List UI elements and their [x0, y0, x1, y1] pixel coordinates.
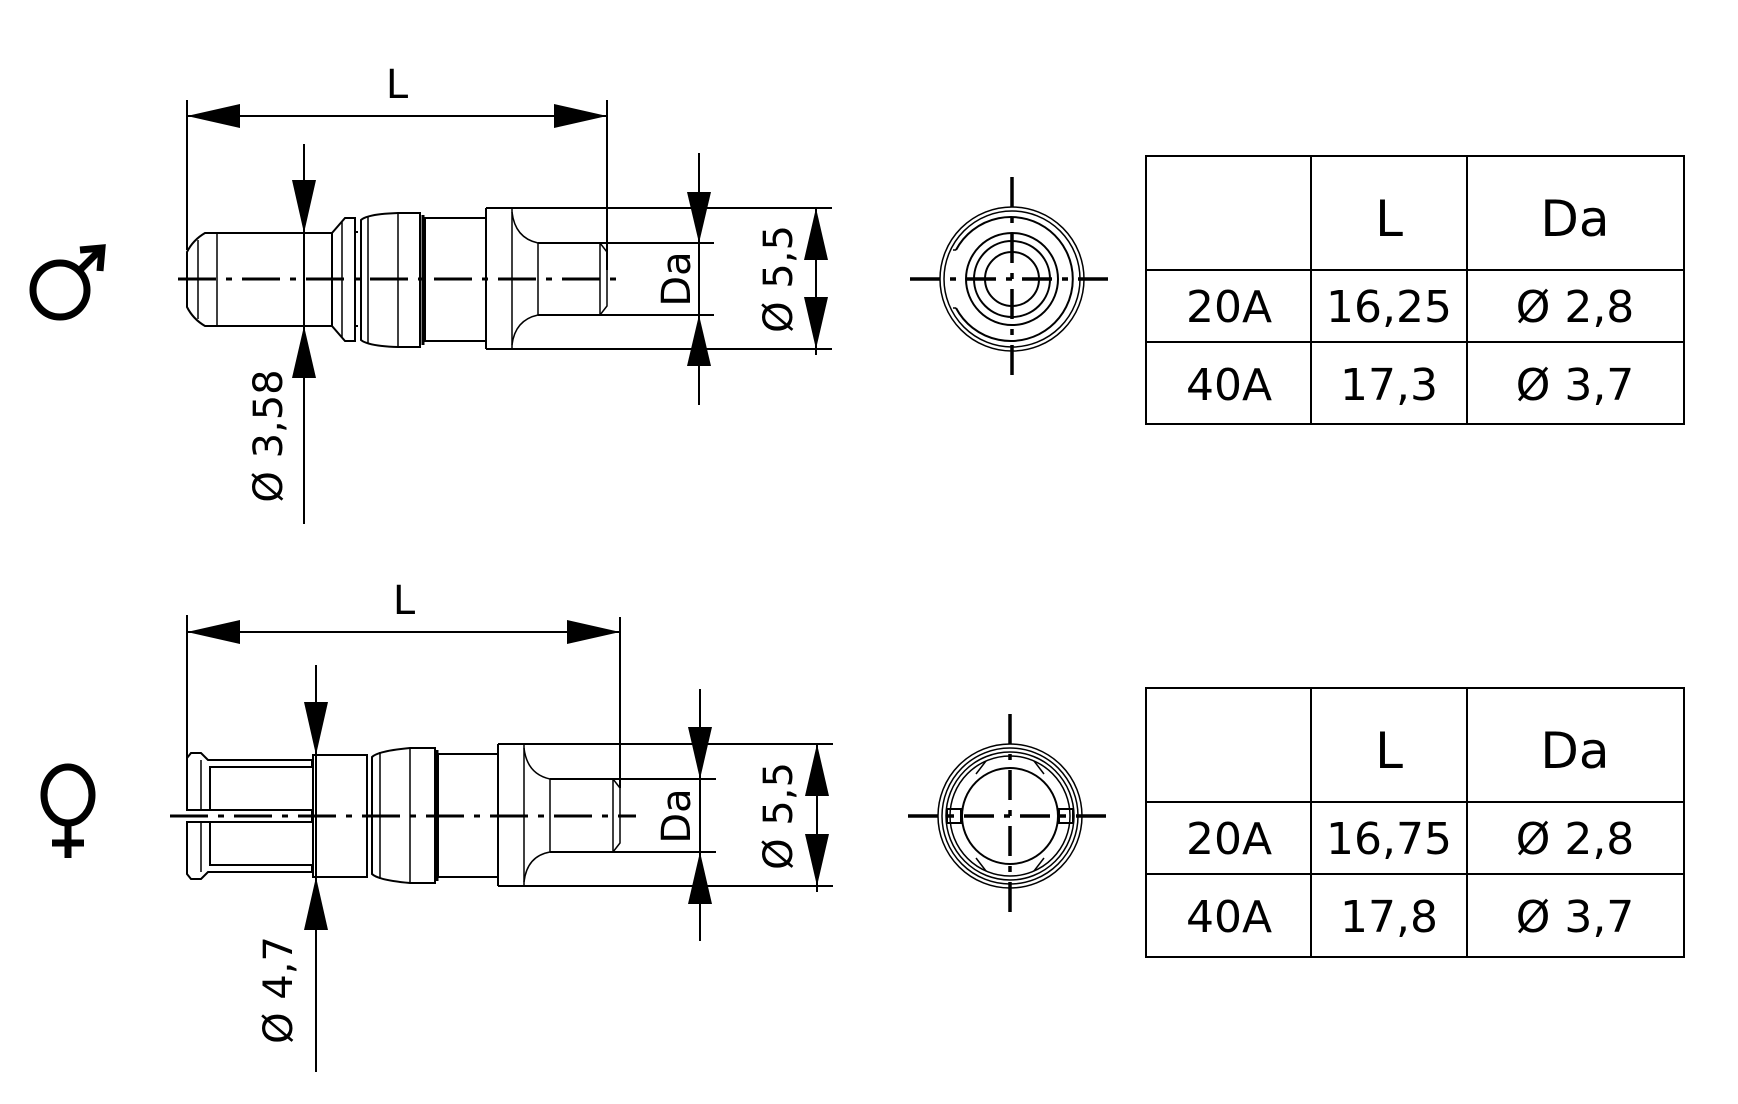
male-outer-diameter-label: Ø 5,5	[756, 225, 802, 333]
male-spec-table: L Da 20A 16,25 Ø 2,8 40A 17,3 Ø 3,7	[1145, 155, 1685, 425]
female-table-header-da: Da	[1540, 722, 1609, 780]
male-table-row2-rating: 40A	[1186, 360, 1272, 411]
male-table-row2-l: 17,3	[1340, 360, 1438, 411]
male-pin-diameter-label: Ø 3,58	[246, 369, 292, 502]
female-table-row1-rating: 20A	[1186, 814, 1272, 865]
male-symbol-icon	[29, 244, 106, 321]
male-table-row1-rating: 20A	[1186, 282, 1272, 333]
female-spec-table: L Da 20A 16,75 Ø 2,8 40A 17,8 Ø 3,7	[1145, 687, 1685, 958]
female-socket-diameter-label: Ø 4,7	[256, 936, 302, 1044]
female-bore-dimension: Da	[654, 689, 712, 941]
male-table-header-da: Da	[1540, 190, 1609, 248]
female-table-row2-l: 17,8	[1340, 892, 1438, 943]
female-table-row2-rating: 40A	[1186, 892, 1272, 943]
female-length-label: L	[393, 578, 416, 624]
male-length-dimension: L	[186, 62, 608, 270]
female-outer-diameter-label: Ø 5,5	[756, 762, 802, 870]
male-pin-diameter-dimension: Ø 3,58	[246, 144, 316, 524]
female-table-row1-da: Ø 2,8	[1516, 814, 1635, 865]
male-table-row2-da: Ø 3,7	[1516, 360, 1635, 411]
male-section: L Ø 3,58 Da Ø 5,5	[29, 62, 1685, 524]
female-symbol-icon	[40, 763, 96, 858]
male-bore-label: Da	[654, 251, 700, 306]
female-outer-diameter-dimension: Ø 5,5	[756, 744, 829, 892]
female-side-view	[170, 743, 833, 887]
female-socket-diameter-dimension: Ø 4,7	[256, 665, 328, 1072]
male-table-row1-l: 16,25	[1326, 282, 1452, 333]
male-bore-dimension: Da	[654, 153, 711, 405]
male-table-row1-da: Ø 2,8	[1516, 282, 1635, 333]
female-front-view	[908, 714, 1112, 918]
male-outer-diameter-dimension: Ø 5,5	[756, 208, 828, 355]
male-front-view	[910, 177, 1114, 381]
female-table-row2-da: Ø 3,7	[1516, 892, 1635, 943]
female-table-row1-l: 16,75	[1326, 814, 1452, 865]
male-side-view	[178, 207, 832, 350]
female-table-header-l: L	[1375, 722, 1403, 780]
female-length-dimension: L	[186, 578, 621, 788]
male-table-header-l: L	[1375, 190, 1403, 248]
male-length-label: L	[386, 62, 409, 108]
female-section: L Ø 4,7 Da Ø 5,5	[40, 578, 1685, 1072]
female-bore-label: Da	[654, 788, 700, 843]
